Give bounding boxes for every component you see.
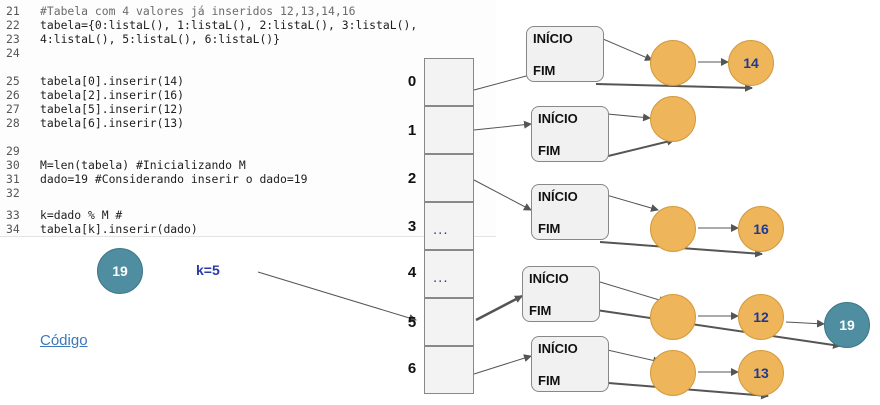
new-value-node: 19 bbox=[97, 248, 143, 294]
code-line: 29 bbox=[6, 144, 20, 158]
end-label: FIM bbox=[538, 373, 561, 388]
arrow-end1 bbox=[599, 137, 675, 159]
list-node-1 bbox=[650, 96, 696, 142]
list-node-empty bbox=[650, 40, 696, 86]
start-label: INÍCIO bbox=[538, 341, 578, 356]
table-cell-1 bbox=[424, 106, 474, 154]
arrow-node12b bbox=[785, 319, 825, 328]
arrow-slot5 bbox=[475, 294, 523, 322]
arrow-end5 bbox=[595, 309, 841, 349]
ellipsis: ... bbox=[433, 221, 449, 238]
start-label: INÍCIO bbox=[533, 31, 573, 46]
index-label-1: 1 bbox=[407, 122, 417, 139]
arrow-start5 bbox=[599, 281, 667, 304]
table-cell-6 bbox=[424, 346, 474, 394]
end-label: FIM bbox=[529, 303, 552, 318]
end-label: FIM bbox=[538, 143, 561, 158]
index-label-0: 0 bbox=[407, 73, 417, 90]
code-editor: 21#Tabela com 4 valores já inseridos 12,… bbox=[0, 0, 496, 237]
table-cell-2 bbox=[424, 154, 474, 202]
list-node-13: 13 bbox=[738, 350, 784, 396]
list-header-1: INÍCIO FIM bbox=[531, 106, 609, 162]
list-node-12: 12 bbox=[738, 294, 784, 340]
index-label-3: 3 bbox=[407, 218, 417, 235]
end-label: FIM bbox=[538, 221, 561, 236]
list-node-14: 14 bbox=[728, 40, 774, 86]
table-cell-0 bbox=[424, 58, 474, 106]
code-line: 32 bbox=[6, 186, 20, 200]
index-label-4: 4 bbox=[407, 264, 417, 281]
list-node-16: 16 bbox=[738, 206, 784, 252]
code-line: 24 bbox=[6, 46, 20, 60]
list-header-2: INÍCIO FIM bbox=[531, 184, 609, 240]
table-cell-3: ... bbox=[424, 202, 474, 250]
start-label: INÍCIO bbox=[529, 271, 569, 286]
index-label-6: 6 bbox=[407, 360, 417, 377]
index-label-2: 2 bbox=[407, 170, 417, 187]
list-node-19: 19 bbox=[824, 302, 870, 348]
arrow-slot6 bbox=[473, 354, 532, 375]
code-line: 21#Tabela com 4 valores já inseridos 12,… bbox=[6, 4, 356, 18]
ellipsis: ... bbox=[433, 269, 449, 286]
start-label: INÍCIO bbox=[538, 111, 578, 126]
end-label: FIM bbox=[533, 63, 556, 78]
arrow-start0 bbox=[595, 35, 653, 61]
code-link[interactable]: Código bbox=[40, 332, 88, 349]
start-label: INÍCIO bbox=[538, 189, 578, 204]
list-node-empty bbox=[650, 294, 696, 340]
table-cell-4: ... bbox=[424, 250, 474, 298]
list-header-6: INÍCIO FIM bbox=[531, 336, 609, 392]
k-label: k=5 bbox=[196, 262, 220, 278]
list-node-empty bbox=[650, 206, 696, 252]
list-header-5: INÍCIO FIM bbox=[522, 266, 600, 322]
table-cell-5 bbox=[424, 298, 474, 346]
list-node-empty bbox=[650, 350, 696, 396]
list-header-0: INÍCIO FIM bbox=[526, 26, 604, 82]
arrow-k bbox=[257, 271, 417, 322]
index-label-5: 5 bbox=[407, 314, 417, 331]
